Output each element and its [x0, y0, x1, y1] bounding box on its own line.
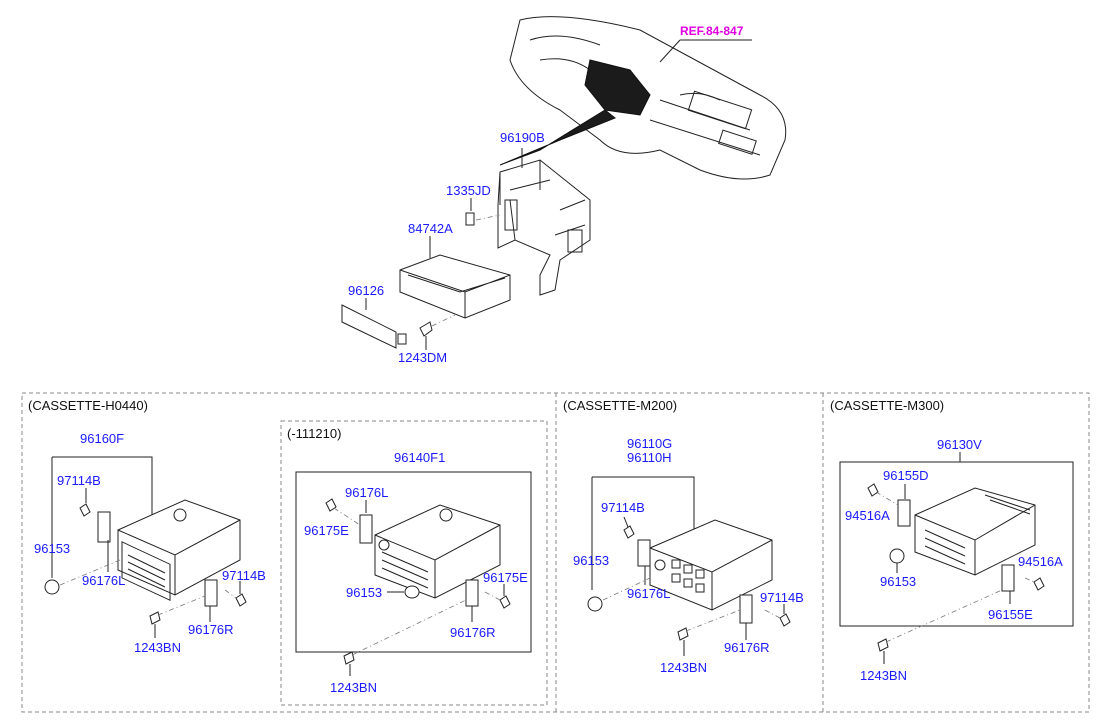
label-1243BN-h0440[interactable]: 1243BN [134, 640, 181, 655]
label-96110G[interactable]: 96110G [627, 436, 672, 451]
radio-unit-96110 [649, 519, 773, 611]
label-84742A[interactable]: 84742A [408, 221, 453, 236]
section-cassette-m200: (CASSETTE-M200) 96110G 96110H 96176L 971… [563, 398, 804, 675]
label-97114B-m200-top[interactable]: 97114B [601, 500, 645, 515]
section-title-m200: (CASSETTE-M200) [563, 398, 677, 413]
subsection-title: (-111210) [287, 426, 341, 441]
label-96126[interactable]: 96126 [348, 283, 384, 298]
radio-unit-96130V [914, 487, 1036, 576]
label-94516A-right[interactable]: 94516A [1018, 554, 1063, 569]
label-1335JD[interactable]: 1335JD [446, 183, 491, 198]
label-1243BN-m300[interactable]: 1243BN [860, 668, 907, 683]
label-97114B-h0440-right[interactable]: 97114B [222, 568, 266, 583]
subsection-111210: (-111210) 96140F1 96176L 96175E 96153 96… [280, 420, 548, 706]
label-96153-sub[interactable]: 96153 [346, 585, 382, 600]
label-96153-m300[interactable]: 96153 [880, 574, 916, 589]
label-96160F[interactable]: 96160F [80, 431, 124, 446]
label-96155E[interactable]: 96155E [988, 607, 1033, 622]
label-96130V[interactable]: 96130V [937, 437, 982, 452]
section-title-m300: (CASSETTE-M300) [830, 398, 944, 413]
dashboard-assembly: REF.84-847 [499, 16, 787, 180]
label-1243BN-m200[interactable]: 1243BN [660, 660, 707, 675]
label-96155D[interactable]: 96155D [883, 468, 929, 483]
label-96176R-m200[interactable]: 96176R [724, 640, 770, 655]
label-96153-h0440[interactable]: 96153 [34, 541, 70, 556]
label-96176L-h0440[interactable]: 96176L [82, 573, 125, 588]
subsection-border [280, 420, 548, 706]
label-94516A-left[interactable]: 94516A [845, 508, 890, 523]
label-96176L-m200[interactable]: 96176L [627, 586, 670, 601]
label-1243BN-sub[interactable]: 1243BN [330, 680, 377, 695]
label-96176R-h0440[interactable]: 96176R [188, 622, 234, 637]
radio-housing: 96190B 1335JD 84742A 96126 1243DM [341, 130, 591, 365]
label-97114B-m200-right[interactable]: 97114B [760, 590, 804, 605]
radio-unit-96140F1 [374, 504, 501, 599]
section-title-h0440: (CASSETTE-H0440) [28, 398, 148, 413]
ref-label[interactable]: REF.84-847 [680, 24, 744, 38]
label-96140F1[interactable]: 96140F1 [394, 450, 445, 465]
label-96110H[interactable]: 96110H [627, 450, 672, 465]
label-97114B-h0440-top[interactable]: 97114B [57, 473, 101, 488]
section-cassette-h0440: (CASSETTE-H0440) 96160F 96176L 97114B 96… [28, 398, 266, 655]
label-96176L-sub[interactable]: 96176L [345, 485, 388, 500]
section-cassette-m300: (CASSETTE-M300) 96130V 96155D 94516A 961… [830, 398, 1074, 683]
label-96175E-sub-right[interactable]: 96175E [483, 570, 528, 585]
label-1243DM[interactable]: 1243DM [398, 350, 447, 365]
label-96175E-sub-left[interactable]: 96175E [304, 523, 349, 538]
label-96153-m200[interactable]: 96153 [573, 553, 609, 568]
radio-unit-96160F [117, 499, 241, 602]
label-96190B[interactable]: 96190B [500, 130, 545, 145]
label-96176R-sub[interactable]: 96176R [450, 625, 496, 640]
